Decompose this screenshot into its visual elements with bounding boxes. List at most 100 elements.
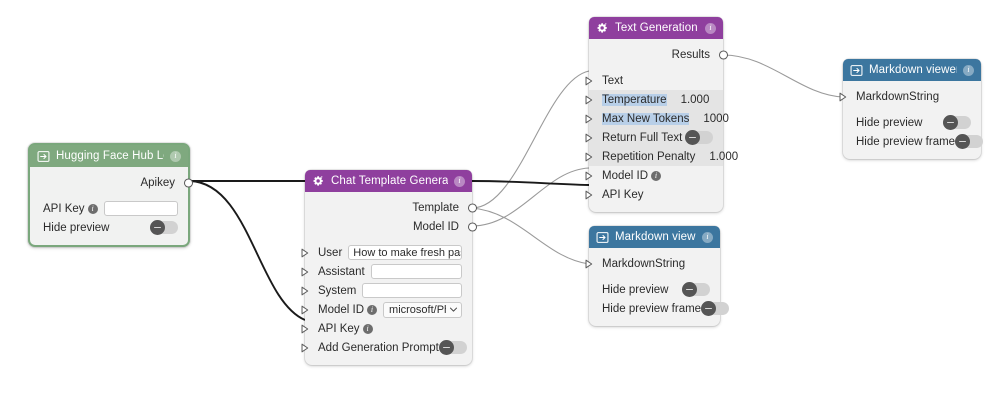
param-label: Repetition Penalty — [602, 150, 696, 163]
output-label: Template — [412, 201, 459, 214]
node-markdown-viewer-bottom[interactable]: Markdown viewer i MarkdownString Hide pr… — [585, 226, 730, 326]
info-icon[interactable]: i — [651, 170, 662, 181]
input-port[interactable] — [300, 342, 311, 353]
input-port[interactable] — [584, 132, 595, 143]
output-port-results[interactable]: Results — [589, 45, 728, 64]
param-max-new-tokens[interactable]: Max New Tokens 1000 — [585, 109, 729, 128]
toggle-hide-preview[interactable]: Hide preview — [843, 113, 981, 132]
field-api-key[interactable]: API Key i — [30, 199, 188, 218]
input-port[interactable] — [838, 91, 849, 102]
output-port-template[interactable]: Template — [305, 198, 477, 217]
toggle-hide-preview[interactable]: Hide preview — [30, 218, 188, 237]
input-markdown-string[interactable]: MarkdownString — [839, 87, 981, 106]
node-chat-template-generator[interactable]: Chat Template Generator i Template Model… — [301, 170, 477, 365]
toggle-hide-preview-frame[interactable]: Hide preview frame — [843, 132, 984, 151]
port-circle[interactable] — [718, 49, 729, 60]
toggle-switch[interactable] — [955, 134, 984, 149]
output-port-apikey[interactable]: Apikey — [30, 173, 193, 192]
output-port-model-id[interactable]: Model ID — [305, 217, 477, 236]
input-port[interactable] — [300, 266, 311, 277]
node-body: Apikey API Key i Hide preview — [30, 167, 193, 245]
toggle-switch[interactable] — [438, 340, 467, 355]
input-port[interactable] — [584, 258, 595, 269]
spacer — [589, 64, 723, 71]
info-icon[interactable]: i — [362, 323, 373, 334]
info-icon[interactable]: i — [702, 231, 713, 243]
field-label: API Key i — [43, 203, 98, 215]
toggle-switch[interactable] — [150, 220, 178, 235]
node-header[interactable]: Text Generation i — [589, 17, 723, 39]
field-system[interactable]: System — [301, 281, 472, 300]
input-port[interactable] — [584, 75, 595, 86]
param-value[interactable]: 1.000 — [680, 93, 710, 106]
node-body: Template Model ID User How to make fresh… — [301, 192, 477, 365]
param-repetition-penalty[interactable]: Repetition Penalty 1.000 — [585, 147, 738, 166]
user-input[interactable]: How to make fresh pasta? — [348, 245, 462, 260]
param-text[interactable]: Text — [585, 71, 723, 90]
info-icon[interactable]: i — [454, 175, 465, 187]
node-title: Text Generation — [615, 22, 698, 34]
input-port[interactable] — [584, 113, 595, 124]
info-icon[interactable]: i — [367, 304, 378, 315]
param-temperature[interactable]: Temperature 1.000 — [585, 90, 723, 109]
toggle-hide-preview[interactable]: Hide preview — [589, 280, 720, 299]
toggle-switch[interactable] — [701, 301, 730, 316]
input-port[interactable] — [584, 94, 595, 105]
port-circle[interactable] — [467, 202, 478, 213]
info-icon[interactable]: i — [170, 150, 181, 162]
wire-results-to-markdown-top — [722, 54, 844, 98]
toggle-label: Hide preview frame — [856, 135, 956, 148]
select-value: microsoft/Phi-3-mir — [389, 303, 446, 316]
info-icon[interactable]: i — [705, 22, 716, 34]
api-key-input[interactable] — [103, 201, 178, 216]
input-port[interactable] — [584, 151, 595, 162]
param-return-full-text[interactable]: Return Full Text — [585, 128, 723, 147]
port-circle[interactable] — [467, 221, 478, 232]
field-model-id[interactable]: Model ID i microsoft/Phi-3-mir — [301, 300, 472, 319]
system-input[interactable] — [362, 283, 462, 298]
login-icon — [37, 150, 50, 162]
port-circle[interactable] — [183, 177, 194, 188]
toggle-label: Add Generation Prompt — [318, 341, 439, 354]
spacer — [589, 273, 720, 280]
toggle-switch[interactable] — [943, 115, 971, 130]
output-label: Results — [671, 48, 710, 61]
export-icon — [850, 64, 863, 76]
assistant-input[interactable] — [370, 264, 462, 279]
node-markdown-viewer-top[interactable]: Markdown viewer i MarkdownString Hide pr… — [839, 59, 984, 159]
node-body: Results Text Temperature 1.000 — [585, 39, 738, 212]
input-port[interactable] — [300, 247, 311, 258]
spacer — [843, 106, 981, 113]
input-port[interactable] — [300, 304, 311, 315]
toggle-switch[interactable] — [682, 282, 710, 297]
node-header[interactable]: Markdown viewer i — [589, 226, 720, 248]
toggle-switch[interactable] — [685, 130, 713, 145]
output-label: Apikey — [140, 176, 175, 189]
toggle-add-generation-prompt[interactable]: Add Generation Prompt — [301, 338, 472, 357]
input-port[interactable] — [300, 323, 311, 334]
node-text-generation[interactable]: Text Generation i Results Text — [585, 17, 738, 212]
field-assistant[interactable]: Assistant — [301, 262, 472, 281]
node-body: MarkdownString Hide preview Hide preview… — [585, 248, 730, 326]
node-header[interactable]: Markdown viewer i — [843, 59, 981, 81]
node-header[interactable]: Chat Template Generator i — [305, 170, 472, 192]
field-user[interactable]: User How to make fresh pasta? — [301, 243, 472, 262]
input-markdown-string[interactable]: MarkdownString — [585, 254, 720, 273]
node-title: Markdown viewer — [869, 64, 957, 76]
model-id-select[interactable]: microsoft/Phi-3-mir — [383, 301, 462, 318]
export-icon — [596, 231, 609, 243]
param-model-id[interactable]: Model ID i — [585, 166, 723, 185]
node-header[interactable]: Hugging Face Hub Login i — [30, 145, 188, 167]
node-hugging-face-hub-login[interactable]: Hugging Face Hub Login i Apikey API Key … — [28, 143, 193, 247]
field-api-key[interactable]: API Key i — [301, 319, 472, 338]
param-value[interactable]: 1000 — [703, 112, 729, 125]
info-icon[interactable]: i — [963, 64, 974, 76]
param-api-key[interactable]: API Key — [585, 185, 723, 204]
info-icon[interactable]: i — [87, 203, 98, 214]
input-port[interactable] — [584, 189, 595, 200]
input-port[interactable] — [584, 170, 595, 181]
param-value[interactable]: 1.000 — [709, 150, 739, 163]
toggle-hide-preview-frame[interactable]: Hide preview frame — [589, 299, 730, 318]
input-port[interactable] — [300, 285, 311, 296]
